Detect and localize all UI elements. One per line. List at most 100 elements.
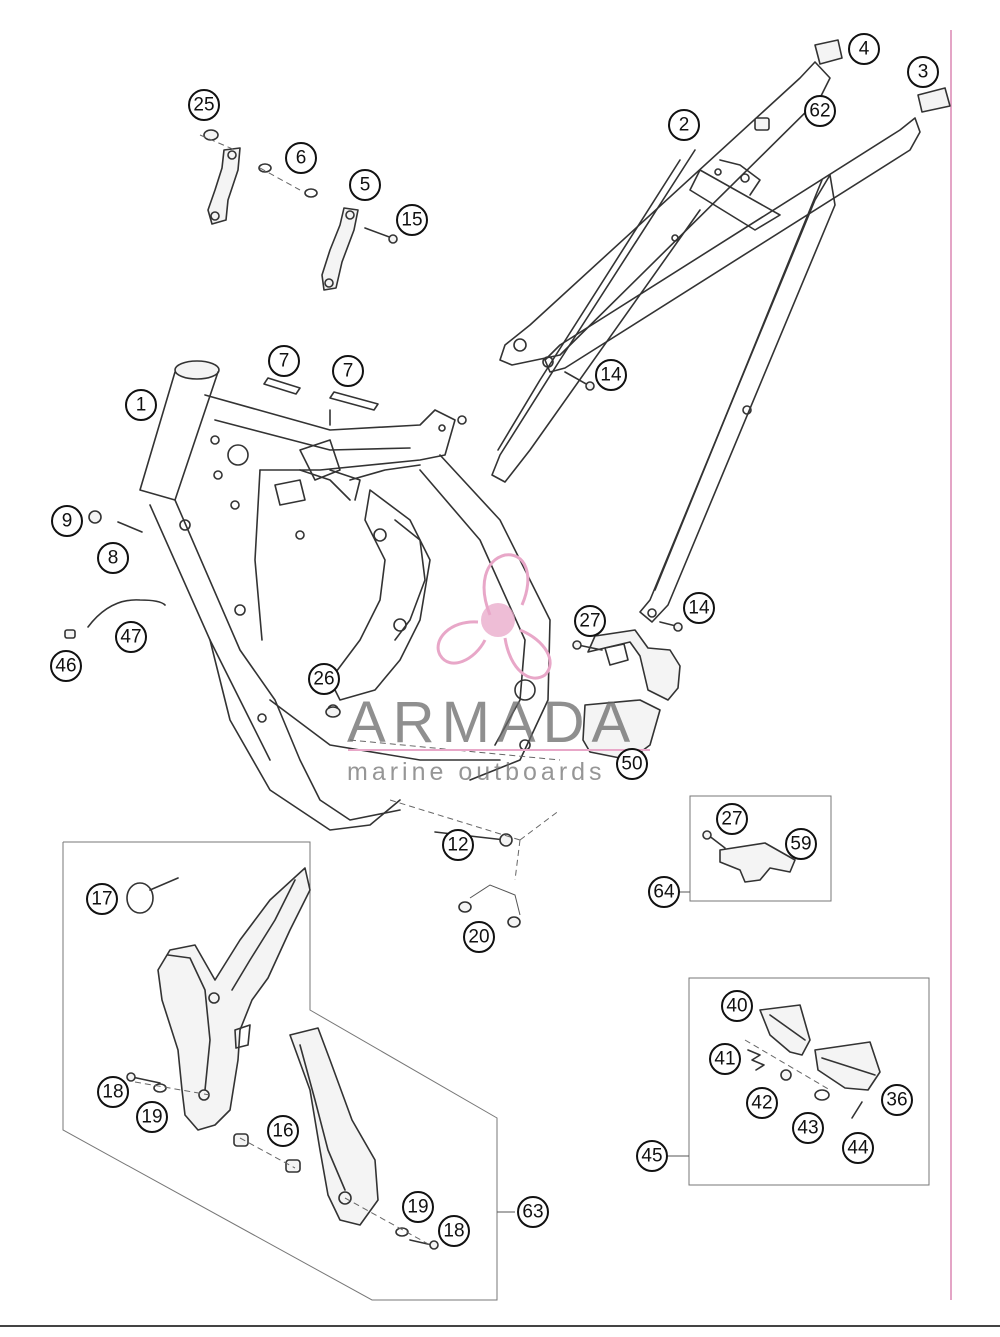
callout-label: 5 xyxy=(360,175,371,196)
bolt-14-upper xyxy=(564,371,595,391)
callout-20: 20 xyxy=(463,921,495,953)
frame-protector-right xyxy=(289,1027,379,1226)
callout-label: 4 xyxy=(859,39,870,60)
callout-40: 40 xyxy=(721,990,753,1022)
spring-41 xyxy=(747,1049,765,1071)
footrest-left xyxy=(759,1004,811,1056)
callout-label: 19 xyxy=(141,1107,162,1128)
group-45-box xyxy=(688,977,930,1186)
callout-label: 59 xyxy=(790,834,811,855)
nut-9 xyxy=(88,510,102,524)
callout-label: 12 xyxy=(447,835,468,856)
callout-label: 19 xyxy=(407,1197,428,1218)
callout-label: 45 xyxy=(641,1146,662,1167)
callout-43: 43 xyxy=(792,1112,824,1144)
frame-protector-left xyxy=(157,867,311,1131)
side-stand-bracket xyxy=(582,629,681,761)
nut-20a xyxy=(458,901,472,913)
callout-label: 7 xyxy=(279,351,290,372)
hose-47 xyxy=(87,599,166,628)
callout-label: 6 xyxy=(296,148,307,169)
callout-label: 14 xyxy=(688,598,710,619)
nut-20b xyxy=(507,916,521,928)
washer-6a xyxy=(258,163,272,173)
armada-watermark: ARMADA marine outboards xyxy=(347,553,650,786)
callout-63: 63 xyxy=(517,1196,549,1228)
callout-47: 47 xyxy=(115,621,147,653)
callout-label: 43 xyxy=(797,1118,818,1139)
callout-15: 15 xyxy=(396,204,428,236)
bolt-18-left xyxy=(126,1072,161,1084)
callout-label: 14 xyxy=(600,365,622,386)
bracket-59 xyxy=(719,842,796,883)
washer-19-left xyxy=(153,1083,167,1093)
washer-43 xyxy=(814,1089,830,1101)
callout-19: 19 xyxy=(136,1101,168,1133)
callout-18: 18 xyxy=(97,1076,129,1108)
callout-5: 5 xyxy=(349,169,381,201)
propeller-logo xyxy=(436,553,552,680)
callout-label: 1 xyxy=(136,395,147,416)
callout-27: 27 xyxy=(574,605,606,637)
callout-7: 7 xyxy=(268,345,300,377)
fitting-46 xyxy=(64,629,76,639)
callout-26: 26 xyxy=(308,663,340,695)
callout-27: 27 xyxy=(716,803,748,835)
callout-41: 41 xyxy=(709,1043,741,1075)
subframe-part xyxy=(491,61,921,623)
callout-label: 27 xyxy=(721,809,742,830)
callout-14: 14 xyxy=(683,592,715,624)
callout-64: 64 xyxy=(648,876,680,908)
spacer-16 xyxy=(233,1133,301,1173)
callout-label: 27 xyxy=(579,611,600,632)
cable-tie-17 xyxy=(126,877,179,914)
callout-label: 8 xyxy=(108,548,119,569)
callout-label: 62 xyxy=(809,101,830,122)
sticker-7-right xyxy=(329,391,379,411)
group-64-box xyxy=(689,795,832,902)
callout-17: 17 xyxy=(86,883,118,915)
callout-46: 46 xyxy=(50,650,82,682)
washer-19-right xyxy=(395,1227,409,1237)
callout-label: 36 xyxy=(886,1090,907,1111)
callout-50: 50 xyxy=(616,748,648,780)
callout-12: 12 xyxy=(442,829,474,861)
callout-label: 63 xyxy=(522,1202,543,1223)
callout-label: 18 xyxy=(443,1221,464,1242)
callout-62: 62 xyxy=(804,95,836,127)
callout-label: 41 xyxy=(714,1049,735,1070)
bolt-27-upper xyxy=(572,640,603,651)
callout-18: 18 xyxy=(438,1215,470,1247)
bolt-62 xyxy=(754,117,770,131)
callout-label: 17 xyxy=(91,889,112,910)
callout-3: 3 xyxy=(907,56,939,88)
leader-20 xyxy=(469,884,521,916)
end-cap-3 xyxy=(917,87,951,113)
watermark-tagline: marine outboards xyxy=(347,758,606,786)
callout-label: 9 xyxy=(62,511,73,532)
callout-label: 40 xyxy=(726,996,747,1017)
bolt-15 xyxy=(364,227,398,244)
watermark-brand: ARMADA xyxy=(347,690,637,755)
callout-2: 2 xyxy=(668,109,700,141)
callout-label: 46 xyxy=(55,656,76,677)
pin-42 xyxy=(780,1069,792,1081)
callout-label: 15 xyxy=(401,210,422,231)
callout-label: 3 xyxy=(918,62,929,83)
callout-4: 4 xyxy=(848,33,880,65)
nut-26 xyxy=(325,706,341,718)
callout-59: 59 xyxy=(785,828,817,860)
link-plate-right xyxy=(321,207,359,291)
callout-label: 16 xyxy=(272,1121,293,1142)
callout-label: 42 xyxy=(751,1093,772,1114)
callout-44: 44 xyxy=(842,1132,874,1164)
cotter-pin-44 xyxy=(851,1101,863,1119)
callout-36: 36 xyxy=(881,1084,913,1116)
callout-label: 7 xyxy=(343,361,354,382)
callout-14: 14 xyxy=(595,359,627,391)
washer-6b xyxy=(304,188,318,198)
group-63-outline xyxy=(62,841,498,1301)
end-cap-4 xyxy=(814,39,843,65)
